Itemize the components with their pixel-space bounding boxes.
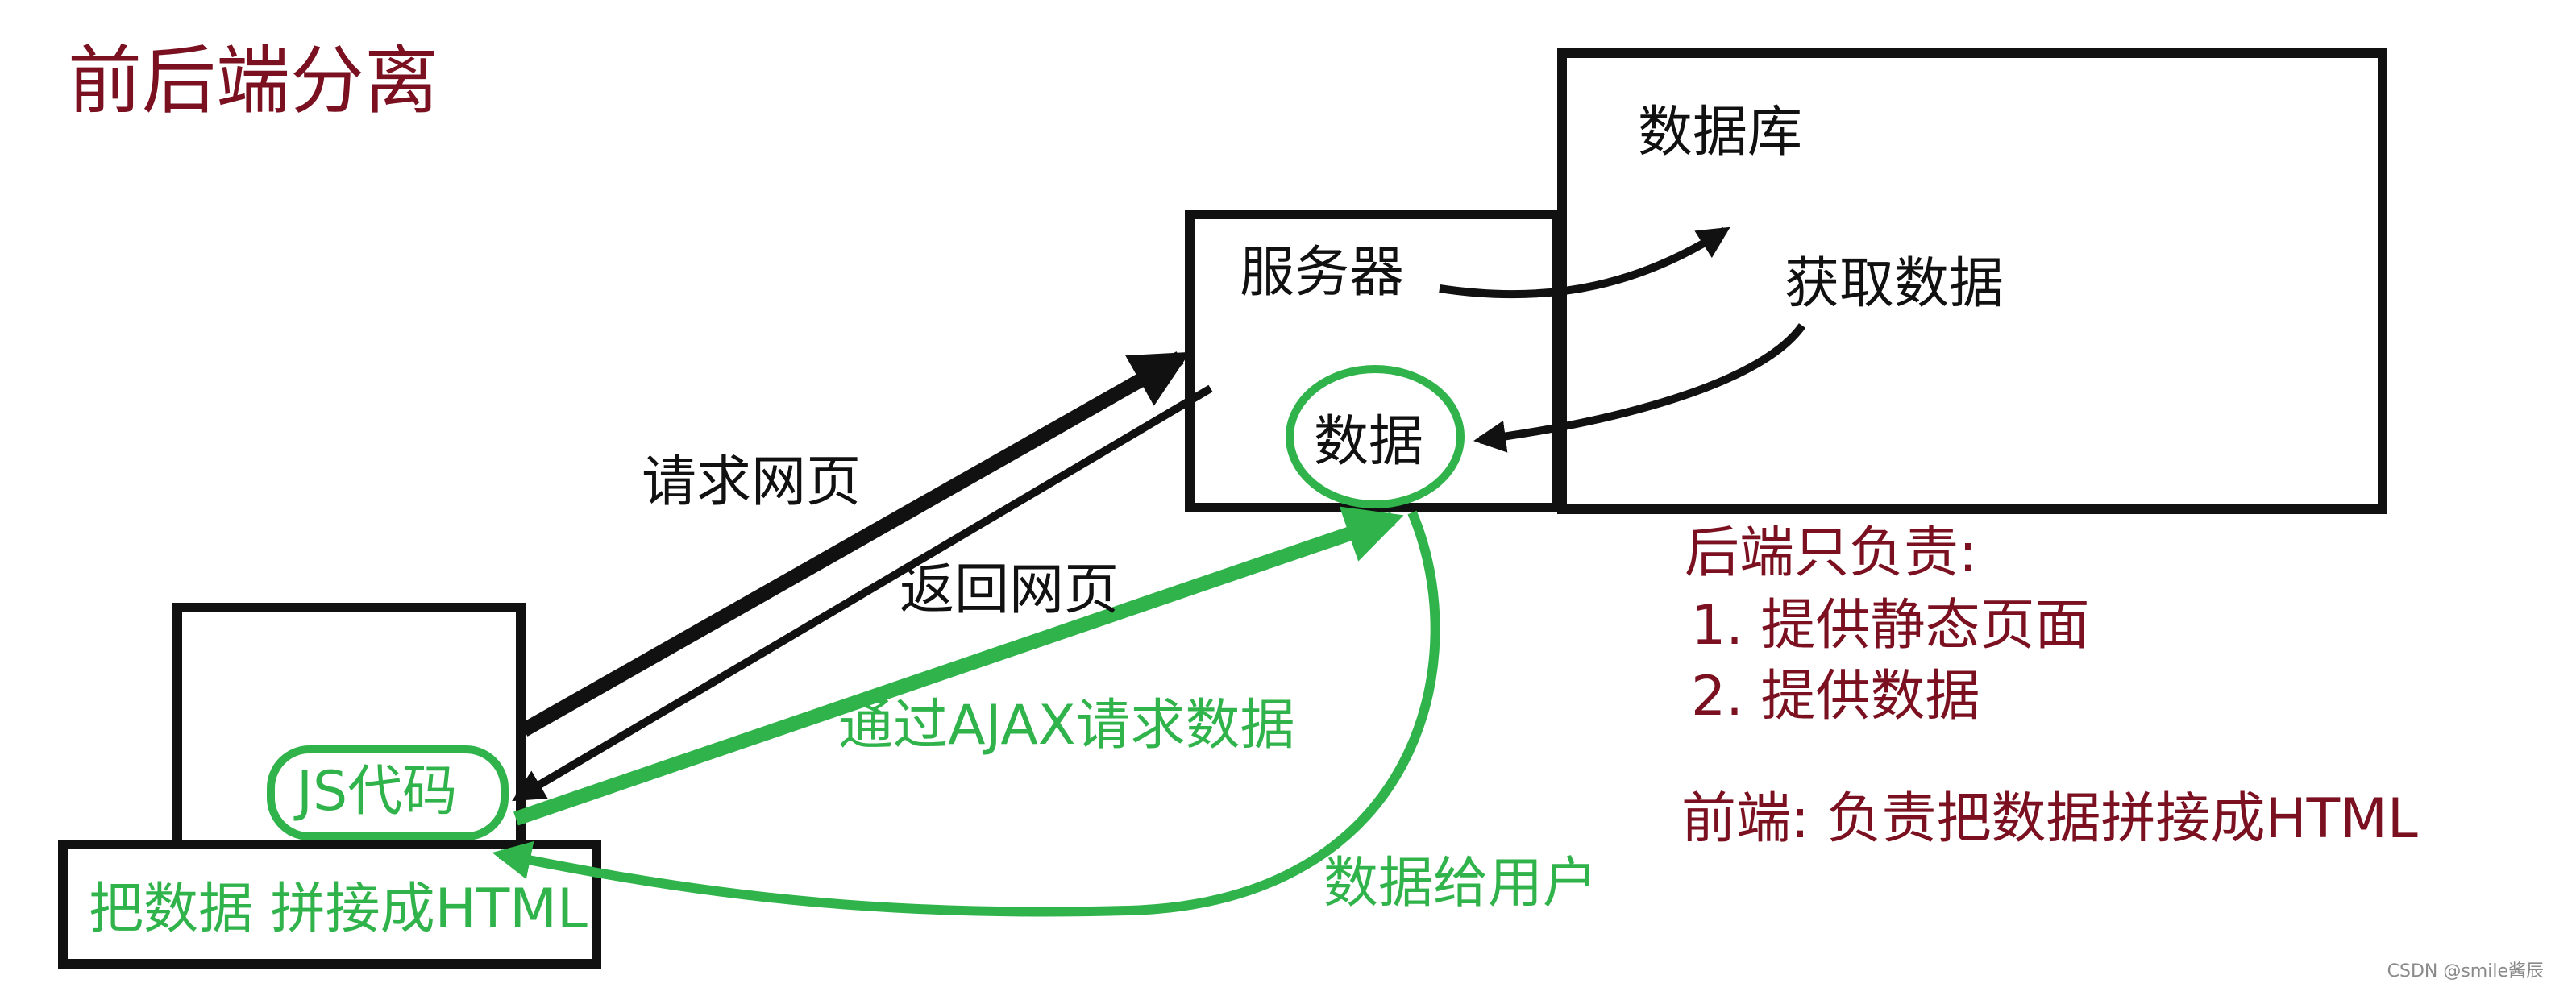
credit-watermark: CSDN @smile酱辰 bbox=[2387, 961, 2544, 981]
js-code-label: JS代码 bbox=[297, 760, 458, 824]
get-data-arrow bbox=[1473, 323, 1806, 453]
assemble-html-label: 把数据 拼接成HTML bbox=[89, 878, 588, 941]
ajax-request-arrow bbox=[513, 506, 1404, 826]
return-page-label: 返回网页 bbox=[900, 558, 1120, 622]
database-label: 数据库 bbox=[1638, 101, 1803, 164]
request-page-label: 请求网页 bbox=[642, 450, 862, 514]
ajax-request-label: 通过AJAX请求数据 bbox=[838, 694, 1295, 757]
backend-title: 后端只负责: bbox=[1685, 521, 1977, 585]
diagram-title: 前后端分离 bbox=[68, 38, 439, 124]
return-page-arrow bbox=[512, 384, 1213, 802]
assemble-box bbox=[58, 840, 601, 969]
data-to-user-label: 数据给用户 bbox=[1323, 852, 1598, 915]
data-label: 数据 bbox=[1314, 410, 1424, 474]
server-to-database-arrow bbox=[1439, 226, 1730, 299]
request-page-arrow bbox=[520, 351, 1190, 737]
backend-item-2: 2. 提供数据 bbox=[1691, 665, 1980, 728]
backend-item-1: 1. 提供静态页面 bbox=[1691, 594, 2090, 658]
data-highlight bbox=[1286, 365, 1465, 508]
data-to-user-arrow bbox=[492, 510, 1440, 917]
js-code-highlight bbox=[267, 745, 509, 840]
get-data-label: 获取数据 bbox=[1785, 252, 2005, 316]
server-label: 服务器 bbox=[1240, 241, 1405, 305]
frontend-note: 前端: 负责把数据拼接成HTML bbox=[1681, 787, 2418, 851]
